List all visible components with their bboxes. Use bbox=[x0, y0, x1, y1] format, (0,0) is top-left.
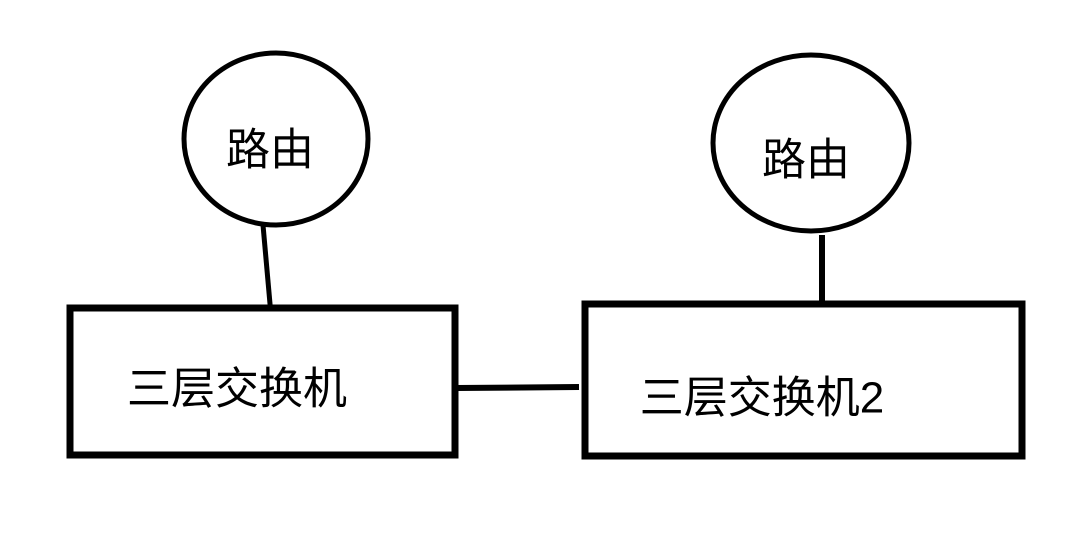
router2-label: 路由 bbox=[762, 136, 850, 185]
switch1-node bbox=[66, 304, 459, 459]
switch1-label: 三层交换机 bbox=[127, 365, 347, 414]
router1-node bbox=[181, 50, 371, 228]
switch2-node bbox=[581, 300, 1026, 460]
router1-label: 路由 bbox=[226, 126, 314, 175]
edge-router1-switch1 bbox=[260, 224, 274, 316]
edge-switch1-switch2 bbox=[455, 384, 580, 391]
router2-node bbox=[710, 52, 912, 234]
switch2-label: 三层交换机2 bbox=[640, 374, 884, 423]
